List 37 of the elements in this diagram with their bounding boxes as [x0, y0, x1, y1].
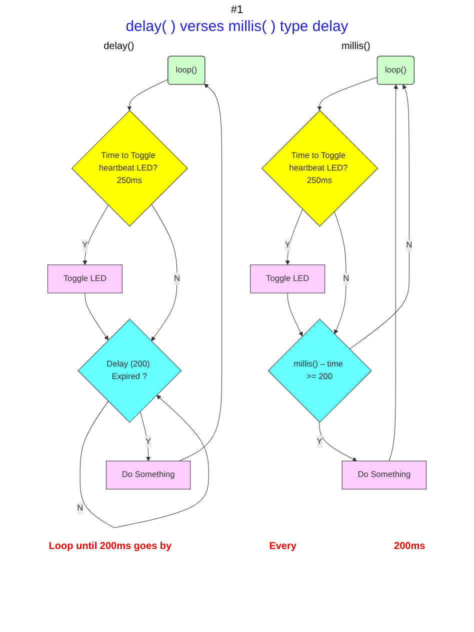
arrow	[388, 84, 398, 462]
annotation-note: Every	[269, 541, 296, 552]
edge-label: Y	[82, 240, 88, 250]
node-diamond: Delay (200) Expired ?	[78, 318, 182, 423]
arrow	[82, 204, 108, 266]
edge-label: Y	[146, 436, 152, 446]
arrow	[151, 204, 178, 342]
arrow	[287, 292, 303, 336]
arrow	[349, 84, 410, 350]
edge-label: Y	[316, 436, 322, 446]
node-diamond: Time to Toggle heartbeat LED? 250ms	[262, 110, 378, 227]
arrow	[334, 211, 346, 334]
node-box: Toggle LED	[250, 264, 326, 294]
edge-label: Y	[284, 240, 290, 250]
arrow	[319, 422, 358, 462]
arrow	[179, 84, 222, 462]
edge-label: N	[406, 240, 412, 250]
section-heading: delay()	[104, 41, 134, 52]
edge-label: N	[343, 274, 350, 284]
arrow	[80, 394, 209, 528]
arrow	[317, 76, 378, 111]
node-diamond: Time to Toggle heartbeat LED? 250ms	[71, 110, 188, 227]
annotation-note: Loop until 200ms goes by	[48, 541, 172, 552]
node-box: Do Something	[342, 460, 427, 490]
arrow	[127, 79, 168, 111]
arrow	[84, 292, 109, 340]
page-number: #1	[230, 4, 244, 16]
edge-label: N	[77, 504, 84, 513]
title: delay( ) verses millis( ) type delay	[124, 18, 350, 35]
node-box: Toggle LED	[47, 264, 122, 294]
node-diamond: millis() – time >= 200	[268, 318, 372, 423]
arrow	[285, 209, 303, 266]
edge-label: N	[174, 274, 180, 284]
arrow	[140, 411, 151, 462]
section-heading: millis()	[341, 41, 370, 52]
node-box: Do Something	[106, 460, 191, 490]
annotation-note: 200ms	[394, 541, 426, 552]
